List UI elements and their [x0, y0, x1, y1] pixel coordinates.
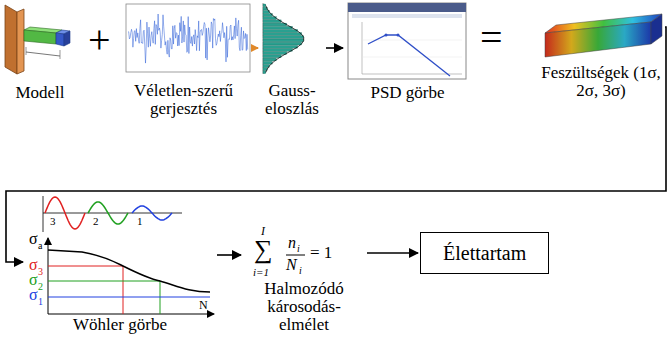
- model-illustration: [5, 5, 70, 74]
- caption: Feszültségek (1σ, 2σ, 3σ): [538, 64, 664, 100]
- caption: PSD görbe: [370, 84, 444, 102]
- result-box: Élettartam: [420, 232, 549, 274]
- psd-node: PSD görbe: [345, 2, 470, 102]
- axis-label: σ: [29, 256, 38, 274]
- flow-arrow: [326, 47, 343, 49]
- axis-label: σ: [29, 271, 38, 289]
- caption: Gauss-eloszlás: [260, 82, 324, 118]
- axis-label: 2: [38, 281, 43, 292]
- formula-part: i: [297, 243, 300, 254]
- axis-label: σ: [29, 286, 38, 304]
- flow-arrow: [6, 27, 666, 262]
- caption: Halmozódó károsodás-elmélet: [254, 280, 354, 334]
- caption: Wöhler görbe: [73, 316, 167, 334]
- formula-part: i: [299, 265, 302, 276]
- box-label: Élettartam: [443, 241, 526, 265]
- operator-sign: =: [480, 16, 503, 60]
- axis-label: 1: [137, 215, 143, 227]
- formula-part: I: [261, 225, 265, 238]
- flow-arrow: [367, 252, 418, 254]
- formula-part: i=1: [253, 266, 269, 278]
- caption: Véletlen-szerű gerjesztés: [115, 82, 252, 118]
- flow-arrow: [217, 254, 241, 256]
- formula-part: N: [286, 256, 297, 274]
- formula-part: = 1: [310, 244, 332, 263]
- gauss-histogram: [263, 3, 304, 74]
- operator-sign: +: [88, 18, 111, 62]
- axis-label: N: [199, 299, 208, 312]
- formula-part: n: [288, 234, 296, 252]
- random-signal-plot: [126, 4, 250, 72]
- stress-node: Feszültségek (1σ, 2σ, 3σ): [538, 2, 664, 100]
- axis-label: 3: [50, 215, 56, 227]
- psd-plot: [348, 3, 466, 79]
- load-cycles: [43, 196, 182, 232]
- caption: Modell: [15, 84, 64, 102]
- wohler-chart: [48, 238, 214, 314]
- model-node: Modell: [0, 2, 80, 102]
- axis-label: σ: [29, 230, 38, 248]
- distribution-node: Gauss-eloszlás: [260, 2, 324, 118]
- formula-part: ∑: [254, 236, 273, 265]
- axis-label: 3: [38, 266, 43, 277]
- axis-label: 1: [38, 296, 43, 307]
- excitation-node: Véletlen-szerű gerjesztés: [115, 2, 252, 118]
- axis-label: a: [38, 240, 42, 251]
- axis-label: 2: [93, 215, 99, 227]
- fraction-bar: [286, 255, 305, 256]
- stress-beam: [545, 14, 662, 57]
- flow-arrow: [254, 47, 258, 49]
